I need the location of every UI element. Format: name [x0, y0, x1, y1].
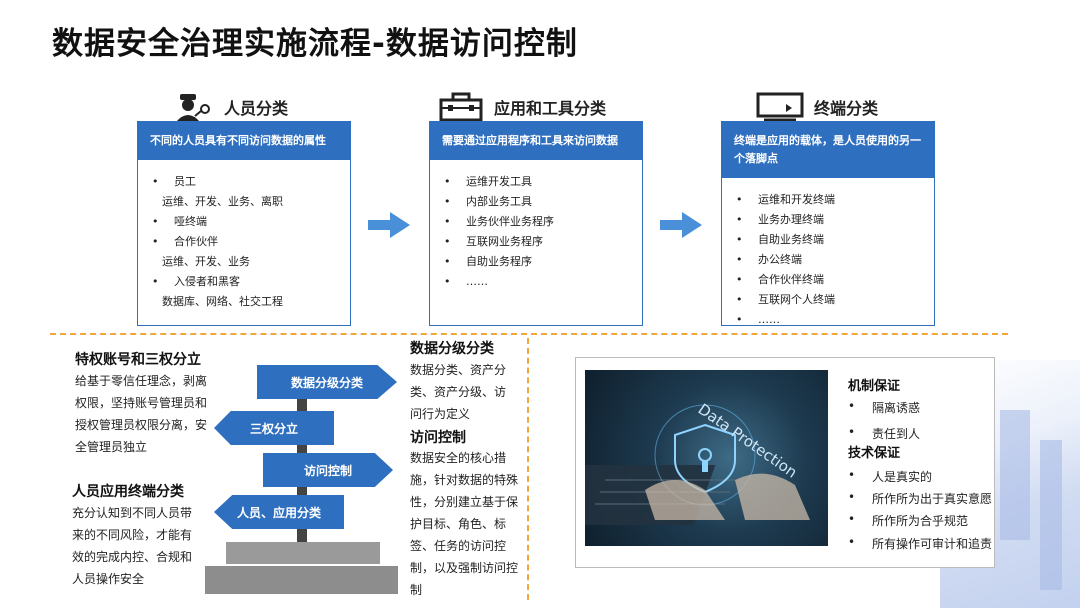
list-item: •运维和开发终端 — [736, 190, 920, 210]
list-item: 运维、开发、业务 — [152, 252, 336, 272]
decorative-bar — [1040, 440, 1062, 590]
list-item: •互联网业务程序 — [444, 232, 628, 252]
mechanism-item: •隔离诱惑 — [848, 399, 920, 416]
list-item: •内部业务工具 — [444, 192, 628, 212]
terminals-list: •运维和开发终端•业务办理终端•自助业务终端•办公终端•合作伙伴终端•互联网个人… — [722, 178, 934, 342]
arrow-right-icon — [660, 212, 702, 238]
list-item: •入侵者和黑客 — [152, 272, 336, 292]
sign-separation-of-powers: 三权分立 — [214, 411, 334, 445]
terminals-card: 终端是应用的载体，是人员使用的另一个落脚点 •运维和开发终端•业务办理终端•自助… — [721, 121, 935, 326]
technology-title: 技术保证 — [848, 442, 900, 461]
list-item: •办公终端 — [736, 250, 920, 270]
sign-people-apps: 人员、应用分类 — [214, 495, 344, 529]
access-control-title: 访问控制 — [410, 427, 466, 447]
list-item: •业务伙伴业务程序 — [444, 212, 628, 232]
card-description: 终端是应用的载体，是人员使用的另一个落脚点 — [722, 122, 934, 178]
column-heading-terminals: 终端分类 — [756, 92, 878, 122]
card-description: 需要通过应用程序和工具来访问数据 — [430, 122, 642, 160]
list-item: •互联网个人终端 — [736, 290, 920, 310]
mechanism-item: •责任到人 — [848, 425, 920, 442]
data-classification-body: 数据分类、资产分类、资产分级、访问行为定义 — [410, 359, 515, 425]
personnel-list: •员工运维、开发、业务、离职•哑终端•合作伙伴运维、开发、业务•入侵者和黑客数据… — [138, 160, 350, 324]
list-item: •哑终端 — [152, 212, 336, 232]
column-heading-personnel: 人员分类 — [170, 92, 288, 122]
list-item: •…… — [444, 272, 628, 292]
list-item: •员工 — [152, 172, 336, 192]
data-classification-title: 数据分级分类 — [410, 338, 494, 358]
signpost-base — [226, 542, 380, 564]
list-item: 运维、开发、业务、离职 — [152, 192, 336, 212]
list-item: •运维开发工具 — [444, 172, 628, 192]
column-heading-label: 人员分类 — [224, 95, 288, 119]
access-control-body: 数据安全的核心措施，针对数据的特殊性，分别建立基于保护目标、角色、标签、任务的访… — [410, 447, 518, 601]
data-protection-photo: Data Protection — [585, 370, 828, 546]
classification-title: 人员应用终端分类 — [72, 481, 184, 501]
sign-access-control: 访问控制 — [263, 453, 393, 487]
privilege-body: 给基于零信任理念，剥离权限，坚持账号管理员和授权管理员权限分离，安全管理员独立 — [75, 370, 213, 458]
technology-item: •所有操作可审计和追责 — [848, 535, 992, 552]
list-item: •合作伙伴 — [152, 232, 336, 252]
apps-list: •运维开发工具•内部业务工具•业务伙伴业务程序•互联网业务程序•自助业务程序•…… — [430, 160, 642, 304]
personnel-card: 不同的人员具有不同访问数据的属性 •员工运维、开发、业务、离职•哑终端•合作伙伴… — [137, 121, 351, 326]
list-item: •…… — [736, 310, 920, 330]
vertical-divider — [527, 338, 529, 600]
horizontal-divider — [50, 333, 1008, 335]
list-item: •自助业务程序 — [444, 252, 628, 272]
card-description: 不同的人员具有不同访问数据的属性 — [138, 122, 350, 160]
technology-item: •人是真实的 — [848, 468, 932, 485]
column-heading-label: 应用和工具分类 — [494, 95, 606, 119]
arrow-right-icon — [368, 212, 410, 238]
apps-card: 需要通过应用程序和工具来访问数据 •运维开发工具•内部业务工具•业务伙伴业务程序… — [429, 121, 643, 326]
toolbox-icon — [438, 92, 484, 122]
sign-data-classification: 数据分级分类 — [257, 365, 397, 399]
privilege-title: 特权账号和三权分立 — [75, 349, 201, 369]
technology-item: •所作所为出于真实意愿 — [848, 490, 992, 507]
mechanism-title: 机制保证 — [848, 375, 900, 394]
person-with-key-icon — [170, 92, 214, 122]
list-item: •合作伙伴终端 — [736, 270, 920, 290]
column-heading-label: 终端分类 — [814, 95, 878, 119]
decorative-bar — [1000, 410, 1030, 540]
list-item: •业务办理终端 — [736, 210, 920, 230]
list-item: •自助业务终端 — [736, 230, 920, 250]
page-title: 数据安全治理实施流程-数据访问控制 — [52, 18, 578, 63]
classification-body: 充分认知到不同人员带来的不同风险，才能有效的完成内控、合规和人员操作安全 — [72, 502, 202, 590]
column-heading-apps: 应用和工具分类 — [438, 92, 606, 122]
technology-item: •所作所为合乎规范 — [848, 512, 968, 529]
monitor-icon — [756, 92, 804, 122]
signpost-base — [205, 566, 398, 594]
list-item: 数据库、网络、社交工程 — [152, 292, 336, 312]
